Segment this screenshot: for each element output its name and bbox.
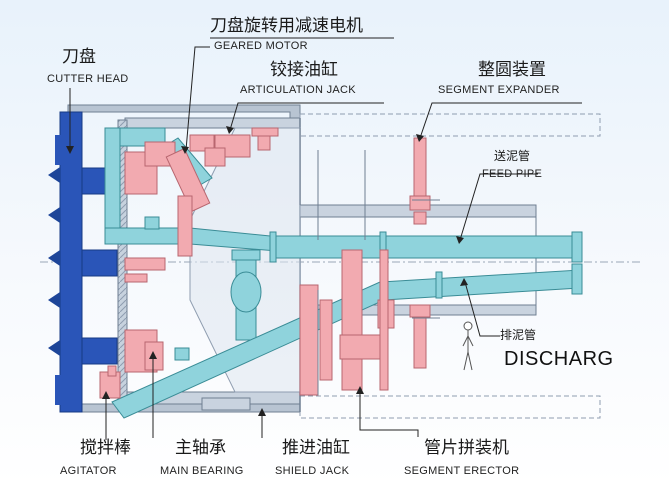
main-bearing-label-cn: 主轴承: [175, 438, 226, 458]
leader-arrows: [66, 126, 468, 416]
segment-erector-label-en: SEGMENT ERECTOR: [404, 465, 520, 477]
geared-motor-label-en: GEARED MOTOR: [214, 40, 308, 52]
shield-jack-label-cn: 推进油缸: [282, 438, 350, 458]
segment-erector-label-cn: 管片拼装机: [424, 438, 509, 458]
agitator-label-en: AGITATOR: [60, 465, 117, 477]
machinery: [99, 127, 431, 399]
leader-lines: [69, 37, 582, 440]
shield-jack-label-en: SHIELD JACK: [275, 465, 350, 477]
segment-expander-label-cn: 整圆装置: [478, 60, 546, 80]
articulation-jack-label-cn: 铰接油缸: [270, 60, 338, 80]
discharge-label-en: DISCHARG: [504, 348, 614, 370]
cutter-head-label-cn: 刀盘: [62, 47, 96, 67]
segment-expander-label-en: SEGMENT EXPANDER: [438, 84, 560, 96]
main-bearing-label-en: MAIN BEARING: [160, 465, 244, 477]
agitator-label-cn: 搅拌棒: [80, 438, 131, 458]
frame-lines: [201, 128, 440, 411]
operator-figure: [462, 321, 474, 371]
articulation-jack-label-en: ARTICULATION JACK: [240, 84, 356, 96]
geared-motor-label-cn: 刀盘旋转用减速电机: [210, 16, 363, 36]
feed-pipe-label-en: FEED PIPE: [482, 168, 543, 180]
feed-pipe-label-cn: 送泥管: [494, 149, 531, 163]
discharge-label-cn: 排泥管: [500, 328, 537, 342]
cutter-head-label-en: CUTTER HEAD: [47, 73, 129, 85]
